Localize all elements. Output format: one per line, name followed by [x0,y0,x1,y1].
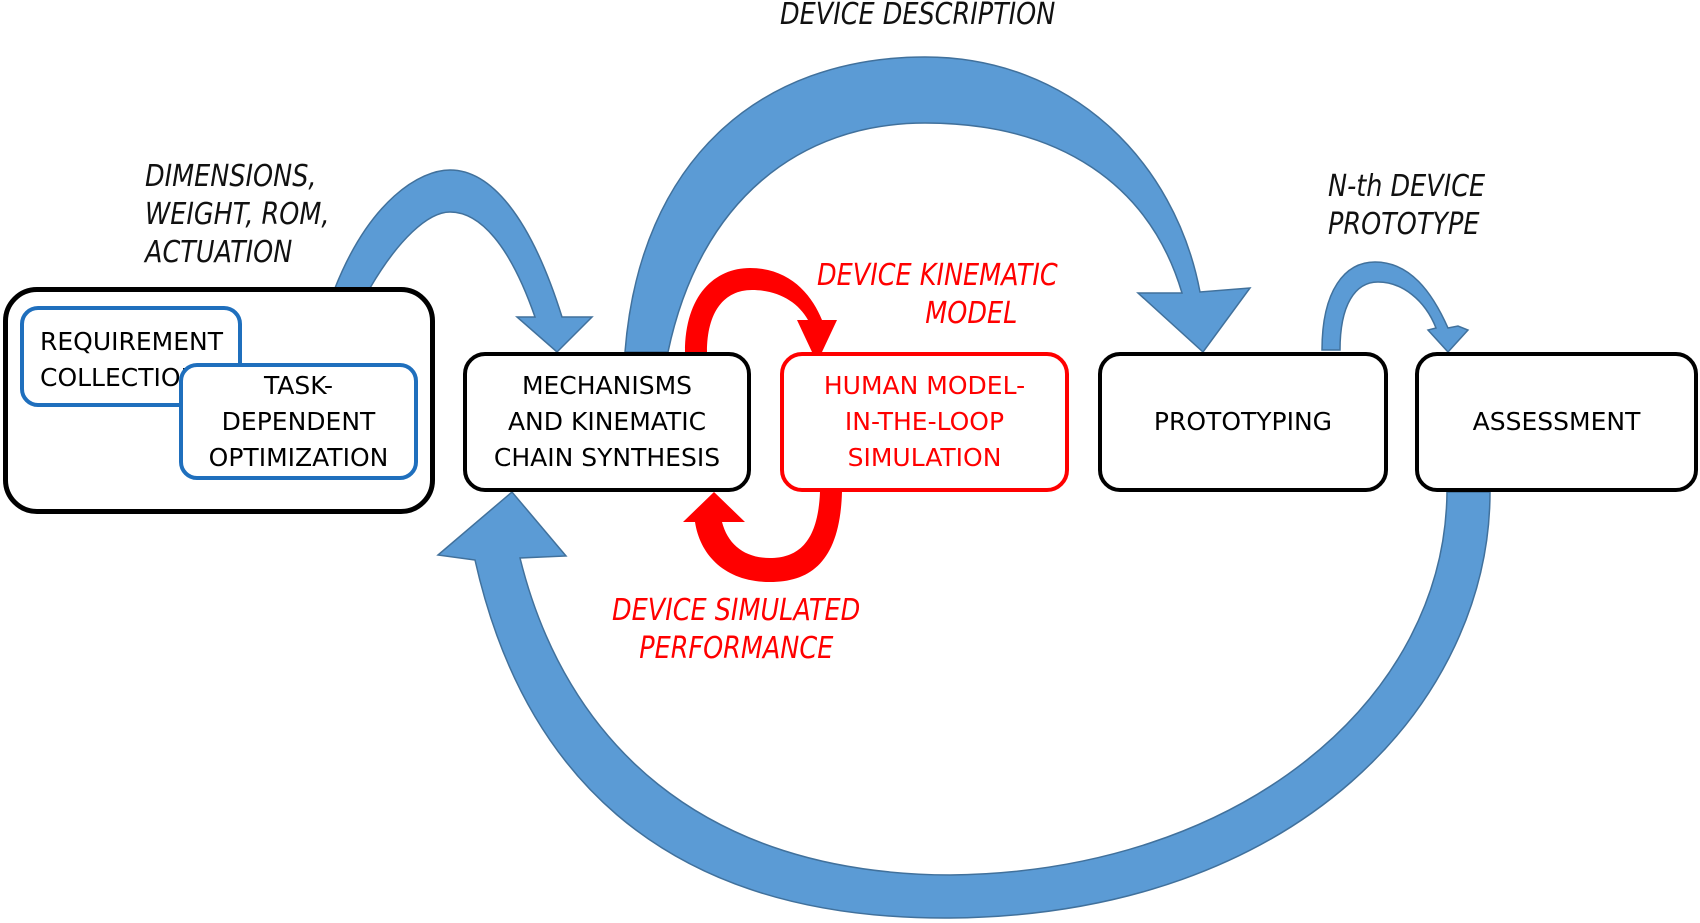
node-text-line: HUMAN MODEL- [823,371,1026,400]
node-human-model-simulation: HUMAN MODEL- IN-THE-LOOP SIMULATION [780,352,1069,492]
node-text-line: SIMULATION [847,443,1002,472]
label-line: WEIGHT, ROM, [145,197,330,232]
node-text-line: DEPENDENT [221,406,376,436]
node-assessment: ASSESSMENT [1415,352,1698,492]
label-line: DEVICE DESCRIPTION [780,0,1056,32]
label-simulated-performance: DEVICE SIMULATED PERFORMANCE [612,592,860,668]
node-text-line: TASK- [263,370,334,400]
label-nth-prototype: N-th DEVICE PROTOTYPE [1328,168,1485,244]
node-text-line: IN-THE-LOOP [844,407,1005,436]
label-requirements-flow: DIMENSIONS, WEIGHT, ROM, ACTUATION [145,158,329,272]
requirements-arrow [333,169,594,354]
label-device-description: DEVICE DESCRIPTION [780,0,1055,34]
label-line: N-th DEVICE [1328,169,1486,204]
kinematic-model-arrow [685,268,837,352]
node-text-line: COLLECTION [40,363,200,392]
node-text-line: PROTOTYPING [1153,407,1333,436]
label-line: PERFORMANCE [639,631,834,666]
node-text-line: CHAIN SYNTHESIS [493,443,721,472]
node-prototyping: PROTOTYPING [1098,352,1388,492]
label-line: DEVICE KINEMATIC [817,258,1058,293]
label-line: ACTUATION [145,235,293,270]
device-description-arrow [624,56,1252,354]
node-text-line: AND KINEMATIC [507,407,707,436]
node-text-line: OPTIMIZATION [208,442,389,472]
node-mechanisms-synthesis: MECHANISMS AND KINEMATIC CHAIN SYNTHESIS [463,352,751,492]
label-line: PROTOTYPE [1328,207,1480,242]
label-kinematic-model: DEVICE KINEMATIC MODEL [817,257,1058,333]
label-line: DIMENSIONS, [145,159,317,194]
simulated-performance-arrow [683,492,842,582]
node-text-line: REQUIREMENT [40,327,224,356]
requirements-group-box [3,287,435,514]
label-line: MODEL [925,296,1018,331]
node-task-dependent-optimization: TASK- DEPENDENT OPTIMIZATION [179,363,418,480]
label-line: DEVICE SIMULATED [612,593,861,628]
node-text-line: MECHANISMS [521,371,693,400]
nth-prototype-arrow [1321,261,1470,354]
feedback-arrow [436,490,1491,919]
node-text-line: ASSESSMENT [1472,407,1641,436]
